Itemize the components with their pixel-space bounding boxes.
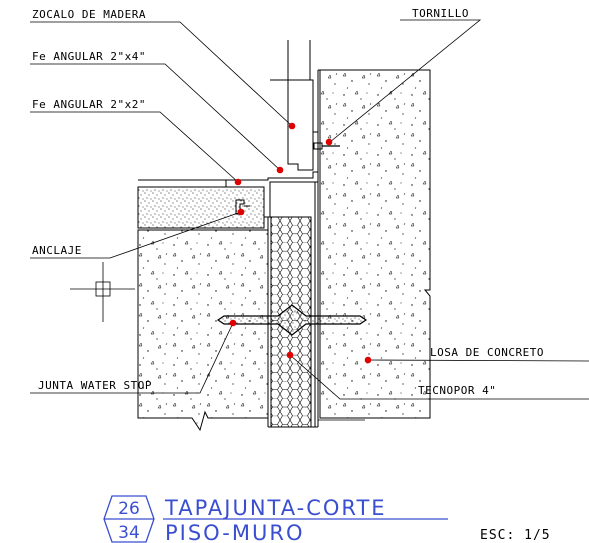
- label-angular-2x2: Fe ANGULAR 2"x2": [32, 98, 146, 111]
- marker-tecnopor: [286, 351, 294, 359]
- break-symbol: [70, 262, 135, 322]
- marker-junta: [229, 319, 237, 327]
- marker-anclaje: [237, 208, 245, 216]
- title-block: 26 34 TAPAJUNTA-CORTE PISO-MURO ESC: 1/5: [103, 495, 551, 543]
- label-losa: LOSA DE CONCRETO: [430, 346, 544, 359]
- title-line-1: TAPAJUNTA-CORTE: [164, 496, 387, 520]
- leader-lines: [30, 19, 589, 421]
- label-zocalo: ZOCALO DE MADERA: [32, 8, 146, 21]
- sheet-number: 34: [118, 523, 140, 543]
- marker-losa: [364, 356, 372, 364]
- title-line-2: PISO-MURO: [165, 521, 305, 543]
- concrete-wall: [318, 69, 431, 419]
- detail-number: 26: [118, 499, 140, 519]
- label-tecnopor: TECNOPOR 4": [418, 384, 496, 397]
- scale-label: ESC: 1/5: [480, 528, 551, 543]
- marker-angular-2x4: [276, 166, 284, 174]
- label-anclaje: ANCLAJE: [32, 244, 82, 257]
- callout-markers: [229, 122, 372, 364]
- marker-zocalo: [288, 122, 296, 130]
- water-stop-joint: [216, 304, 368, 336]
- label-tornillo: TORNILLO: [412, 7, 469, 20]
- label-angular-2x4: Fe ANGULAR 2"x4": [32, 50, 146, 63]
- marker-tornillo: [325, 138, 333, 146]
- concrete-slab-left: [137, 229, 269, 432]
- marker-angular-2x2: [234, 178, 242, 186]
- label-junta: JUNTA WATER STOP: [38, 379, 152, 392]
- wood-skirting: [270, 40, 314, 171]
- steel-angles: [225, 131, 340, 218]
